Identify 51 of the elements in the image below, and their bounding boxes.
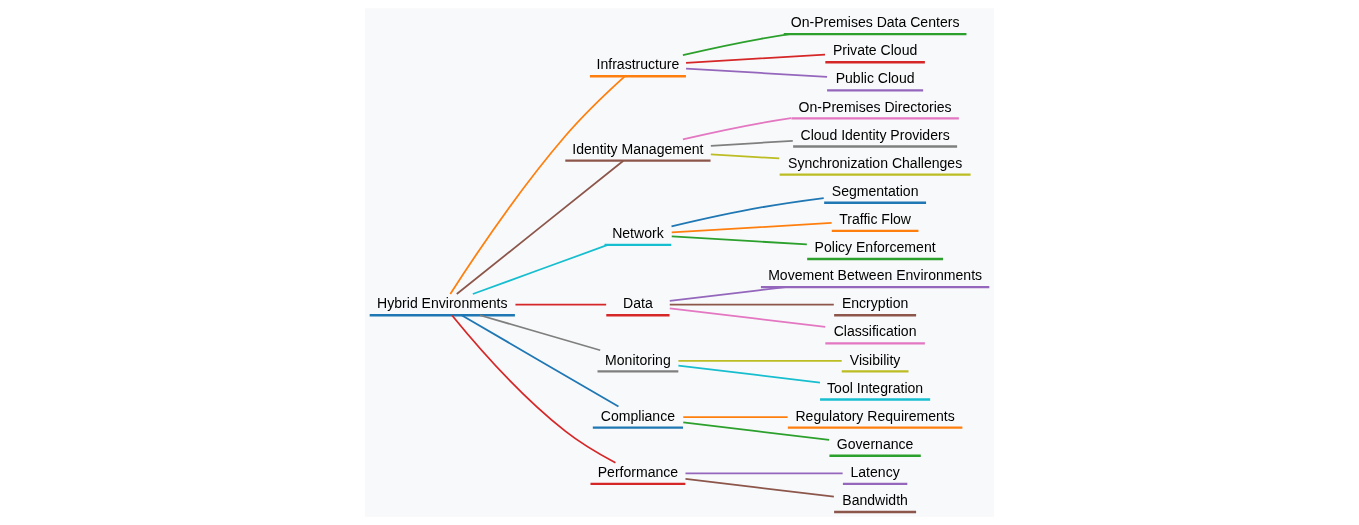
connector [677,364,821,384]
node-text: Data [623,295,653,312]
node-text: Bandwidth [842,492,908,509]
connector [668,307,827,328]
node-text: Segmentation [831,182,919,199]
node-text: On-Premises Data Centers [790,14,960,31]
connector [709,153,781,160]
connector [455,159,625,295]
connector [478,314,602,352]
connector [682,416,789,418]
connector [668,303,835,306]
connector [685,53,826,64]
connector [670,222,833,234]
connector [709,140,794,147]
connector [684,478,835,498]
node-text: Identity Management [572,140,704,157]
connector [682,421,831,441]
connector [670,235,808,246]
node-text: Monitoring [605,351,671,368]
connector [514,303,608,306]
node-text: Traffic Flow [839,210,912,227]
connector [471,244,609,295]
connector [685,67,828,78]
connector [670,197,825,228]
node-text: Movement Between Environments [768,267,983,284]
node-text: Compliance [600,407,675,424]
connector [451,314,617,464]
node-text: Private Cloud [832,42,918,59]
connector [668,286,787,302]
node-text: Regulatory Requirements [795,407,955,424]
node-text: Synchronization Challenges [788,154,963,171]
node-text: Classification [833,323,917,340]
node-text: Latency [850,463,900,480]
connector [684,472,844,475]
node-text: Encryption [841,295,909,312]
node-text: Policy Enforcement [814,239,936,256]
node-text: Tool Integration [827,379,924,396]
node-text: Governance [836,435,914,452]
connector [677,360,843,362]
connector [682,117,792,141]
node-text: Public Cloud [835,70,915,87]
node-text: Network [612,225,664,242]
node-text: Performance [597,463,679,480]
connector [460,314,620,408]
node-text: On-Premises Directories [798,98,952,115]
connector [449,75,626,295]
node-text: Infrastructure [596,56,680,73]
connector [682,33,791,56]
node-text: Visibility [849,351,901,368]
node-text: Hybrid Environments [377,295,508,312]
node-text: Cloud Identity Providers [800,126,950,143]
